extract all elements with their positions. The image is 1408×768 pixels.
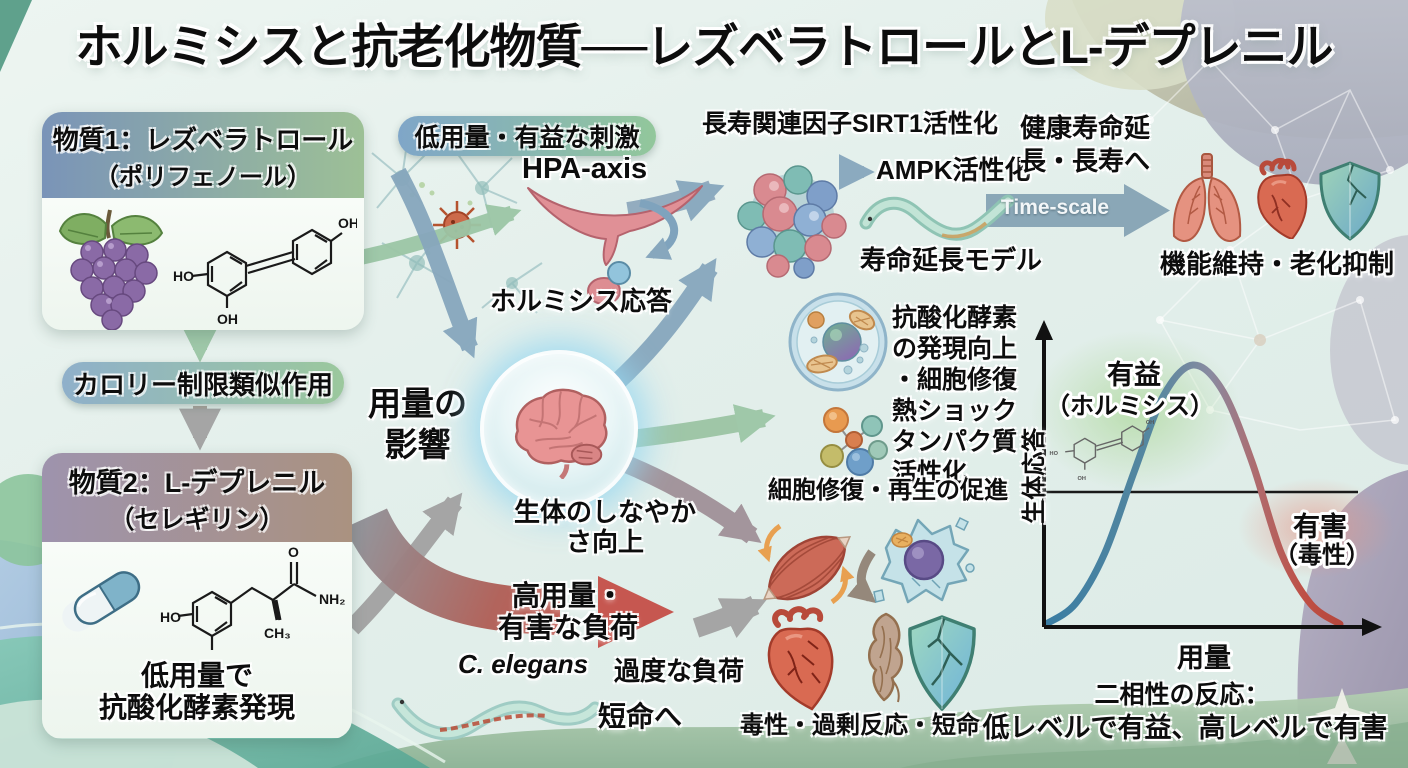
lifespan-worm-icon — [859, 194, 1015, 241]
protein-cluster-icon — [737, 165, 847, 279]
arrow-substance-to-hpa — [356, 204, 522, 266]
overload-label: 過度な負荷 — [614, 656, 745, 686]
substance2-card: 物質2：L-デプレニル （セレギリン） — [42, 453, 352, 739]
arrow-timescale-head — [1124, 184, 1170, 237]
harmful-annotation: 有害 — [1293, 511, 1347, 542]
arrow-brain-to-sirt1 — [600, 258, 718, 399]
y-axis-label: 生体応答 — [1021, 427, 1049, 524]
chem-label-ho2: HO — [160, 609, 181, 625]
calorie-restriction-pill: カロリー制限類似作用 — [62, 362, 344, 404]
cell-repair-label: 細胞修復・再生の促進 — [768, 477, 1008, 504]
arrow-brain-to-cell — [621, 404, 776, 449]
beneficial-annotation: 有益 — [1107, 360, 1161, 390]
chem-label-oh-bottom: OH — [217, 311, 238, 327]
arrow-high-dose-band — [345, 508, 561, 635]
hpa-axis-label: HPA-axis — [522, 153, 648, 185]
short-life-label: 短命へ — [598, 701, 683, 732]
page-title: ホルミシスと抗老化物質──レズベラトロールとL-デプレニル — [75, 20, 1334, 73]
svg-text:HO: HO — [1050, 451, 1059, 457]
chem-label-o: O — [288, 544, 299, 560]
arrow-high-dose-head — [598, 576, 674, 648]
substance1-body: HO OH OH — [42, 198, 364, 330]
damaged-heart-icon — [767, 606, 834, 711]
toxicity-label: 毒性・過剰反応・短命へ — [740, 712, 1004, 739]
biphasic-caption-line1: 二相性の反応： — [1094, 681, 1270, 709]
ampk-label: AMPK活性化 — [876, 155, 1031, 185]
chem-label-ho: HO — [173, 268, 194, 284]
stress-arrow-icon — [757, 523, 782, 563]
substance2-header: 物質2：L-デプレニル （セレギリン） — [42, 453, 352, 542]
brain-circle — [480, 350, 638, 508]
lungs-icon — [1172, 153, 1242, 242]
chart-molecule-icon: HO OH OH — [1050, 420, 1155, 482]
hpa-organ-icon — [527, 185, 703, 305]
chem-label-oh-top: OH — [338, 215, 357, 231]
substance1-name: 物質1：レズベラトロール — [52, 125, 354, 155]
arrow-brain-to-damage — [612, 451, 762, 544]
pituitary-icon — [607, 261, 631, 285]
damaged-cell-icon — [873, 516, 975, 604]
biphasic-caption-line2: 低レベルで有益、高レベルで有害 — [982, 713, 1388, 743]
substance2-caption: 低用量で 抗酸化酵素発現 — [98, 660, 295, 724]
chem-label-ch3: CH₃ — [264, 625, 291, 641]
sparkle-decoration — [1315, 688, 1369, 740]
cell-icon — [788, 292, 888, 392]
substance1-card: 物質1：レズベラトロール （ポリフェノール） — [42, 112, 364, 330]
arrow-cell-degradation — [846, 549, 877, 604]
deprenyl-structure: HO O NH₂ CH₃ — [160, 544, 345, 650]
withered-cell-icon — [868, 612, 904, 703]
hpa-feedback-arrow — [639, 199, 679, 260]
resveratrol-structure: HO OH OH — [173, 215, 357, 327]
molecule-cluster-icon — [820, 407, 888, 476]
arrow-stimulus-to-brain — [390, 167, 478, 359]
dose-effect-label: 用量の 影響 — [368, 385, 467, 464]
stress-arrow-icon — [830, 565, 855, 605]
substance2-name: 物質2：L-デプレニル — [68, 468, 326, 498]
brain-icon — [514, 388, 608, 479]
heart-icon — [1257, 158, 1308, 239]
damaged-worm-icon — [391, 697, 602, 741]
harmful-zone-tint — [1238, 478, 1394, 578]
mitochondria-icon — [806, 309, 876, 374]
substance1-subname: （ポリフェノール） — [95, 164, 311, 191]
substance1-header: 物質1：レズベラトロール （ポリフェノール） — [42, 112, 364, 198]
chem-label-nh2: NH₂ — [319, 591, 345, 607]
grapes-icon — [58, 209, 164, 330]
sirt1-label: 長寿関連因子SIRT1活性化 — [702, 110, 998, 138]
shield-icon — [1319, 161, 1381, 241]
maintenance-label: 機能維持・老化抑制 — [1160, 249, 1395, 279]
dose-response-chart: HO OH OH 有益 （ホルミシス） 有害 （毒性） 用量 — [1031, 320, 1394, 672]
beneficial-zone-tint — [1031, 331, 1241, 491]
tree-decoration — [1327, 736, 1357, 764]
low-dose-pill: 低用量・有益な刺激 — [398, 116, 656, 156]
cellular-effects-label: 抗酸化酵素 の発現向上 ・細胞修復 熱ショック タンパク質 活性化 — [892, 304, 1018, 487]
arrow-overload-to-damage — [692, 595, 767, 639]
muscle-icon — [757, 523, 855, 605]
capsule-icon — [62, 571, 141, 632]
high-dose-label: 高用量・ 有害な負荷 — [497, 580, 638, 644]
substance2-body: HO O NH₂ CH₃ 低用量で 抗酸化酵素発現 — [42, 542, 352, 738]
x-axis-label: 用量 — [1177, 643, 1231, 672]
c-elegans-label: C. elegans — [458, 649, 589, 679]
svg-text:OH: OH — [1078, 476, 1086, 482]
svg-text:OH: OH — [1146, 420, 1154, 426]
lifespan-model-label: 寿命延長モデル — [860, 245, 1043, 275]
dose-response-curve — [1042, 361, 1344, 628]
hormesis-response-label: ホルミシス応答 — [490, 286, 673, 316]
timescale-label: Time-scale — [1000, 196, 1110, 219]
cracked-shield-icon — [908, 615, 976, 711]
svg-text:（毒性）: （毒性） — [1274, 542, 1370, 569]
healthy-lifespan-label: 健康寿命延 長・長寿へ — [1020, 113, 1151, 176]
svg-text:（ホルミシス）: （ホルミシス） — [1046, 393, 1214, 420]
substance2-subname: （セレギリン） — [109, 506, 285, 534]
resilience-label: 生体のしなやか さ向上 — [513, 497, 696, 557]
